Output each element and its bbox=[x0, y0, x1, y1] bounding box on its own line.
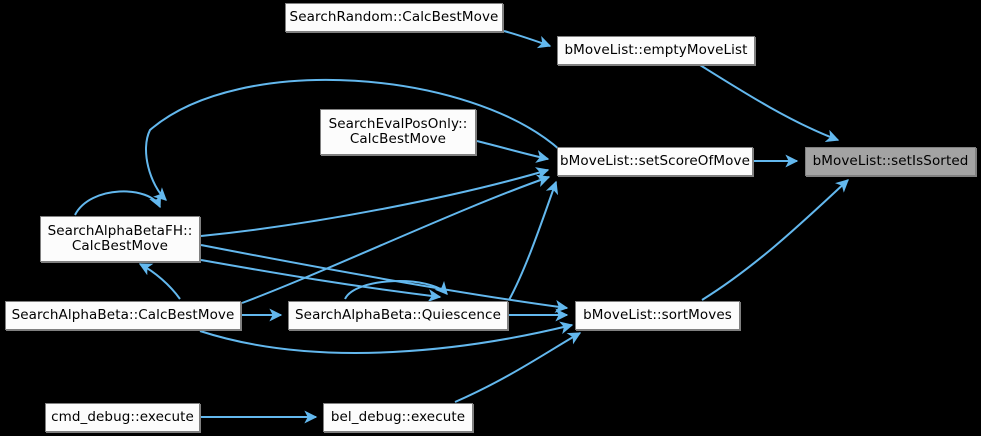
node-label: bel_debug::execute bbox=[330, 409, 466, 425]
edge-searchalphabeta_calcbestmove-to-searchalphabetafh_calcbestmove bbox=[138, 263, 181, 300]
edge-searchrandom_calcbestmove-to-bmovelist_emptymovelist bbox=[503, 30, 552, 49]
edge-searchevalposonly_calcbestmove-to-bmovelist_setscoreofmove bbox=[476, 140, 550, 163]
edge-searchalphabetafh_calcbestmove-to-searchalphabeta_quiescence bbox=[200, 259, 442, 303]
edge-searchalphabeta_calcbestmove-to-bmovelist_sortmoves bbox=[199, 321, 574, 354]
node-searchalphabeta_calcbestmove[interactable]: SearchAlphaBeta::CalcBestMove bbox=[5, 301, 241, 330]
edge-searchalphabetafh_calcbestmove-to-searchalphabetafh_calcbestmove bbox=[74, 190, 162, 216]
node-label: SearchEvalPosOnly::CalcBestMove bbox=[328, 116, 468, 147]
node-searchalphabetafh_calcbestmove[interactable]: SearchAlphaBetaFH::CalcBestMove bbox=[40, 216, 200, 262]
node-label: SearchAlphaBetaFH::CalcBestMove bbox=[47, 223, 193, 254]
node-bel_debug_execute[interactable]: bel_debug::execute bbox=[323, 403, 473, 432]
node-searchalphabeta_quiescence[interactable]: SearchAlphaBeta::Quiescence bbox=[288, 301, 508, 330]
node-cmd_debug_execute[interactable]: cmd_debug::execute bbox=[45, 403, 200, 432]
edge-searchalphabeta_calcbestmove-to-bmovelist_setscoreofmove bbox=[241, 174, 551, 304]
edge-group bbox=[74, 30, 849, 424]
node-searchevalposonly_calcbestmove[interactable]: SearchEvalPosOnly::CalcBestMove bbox=[320, 109, 476, 155]
node-bmovelist_setissorted[interactable]: bMoveList::setIsSorted bbox=[805, 147, 976, 176]
node-bmovelist_setscoreofmove[interactable]: bMoveList::setScoreOfMove bbox=[557, 147, 753, 176]
edge-searchalphabetafh_calcbestmove-to-bmovelist_setscoreofmove bbox=[200, 167, 550, 237]
node-label: bMoveList::emptyMoveList bbox=[564, 42, 748, 58]
edge-bmovelist_setscoreofmove-to-searchalphabetafh_calcbestmove bbox=[145, 78, 561, 201]
edge-bmovelist_sortmoves-to-bmovelist_setissorted bbox=[701, 179, 849, 301]
node-label: cmd_debug::execute bbox=[51, 409, 194, 425]
node-searchrandom_calcbestmove[interactable]: SearchRandom::CalcBestMove bbox=[285, 3, 503, 32]
edge-bmovelist_emptymovelist-to-bmovelist_setissorted bbox=[699, 64, 840, 142]
node-label: bMoveList::sortMoves bbox=[583, 307, 732, 323]
node-label: SearchRandom::CalcBestMove bbox=[289, 9, 499, 25]
node-label: bMoveList::setScoreOfMove bbox=[560, 153, 750, 169]
node-label: SearchAlphaBeta::Quiescence bbox=[295, 307, 501, 323]
node-label: bMoveList::setIsSorted bbox=[812, 153, 969, 169]
node-bmovelist_sortmoves[interactable]: bMoveList::sortMoves bbox=[575, 301, 740, 330]
node-bmovelist_emptymovelist[interactable]: bMoveList::emptyMoveList bbox=[557, 36, 755, 65]
edge-bel_debug_execute-to-bmovelist_sortmoves bbox=[454, 332, 582, 403]
node-label: SearchAlphaBeta::CalcBestMove bbox=[11, 307, 235, 323]
edge-searchalphabeta_quiescence-to-bmovelist_setscoreofmove bbox=[508, 180, 559, 301]
edge-searchalphabetafh_calcbestmove-to-bmovelist_sortmoves bbox=[200, 244, 569, 313]
